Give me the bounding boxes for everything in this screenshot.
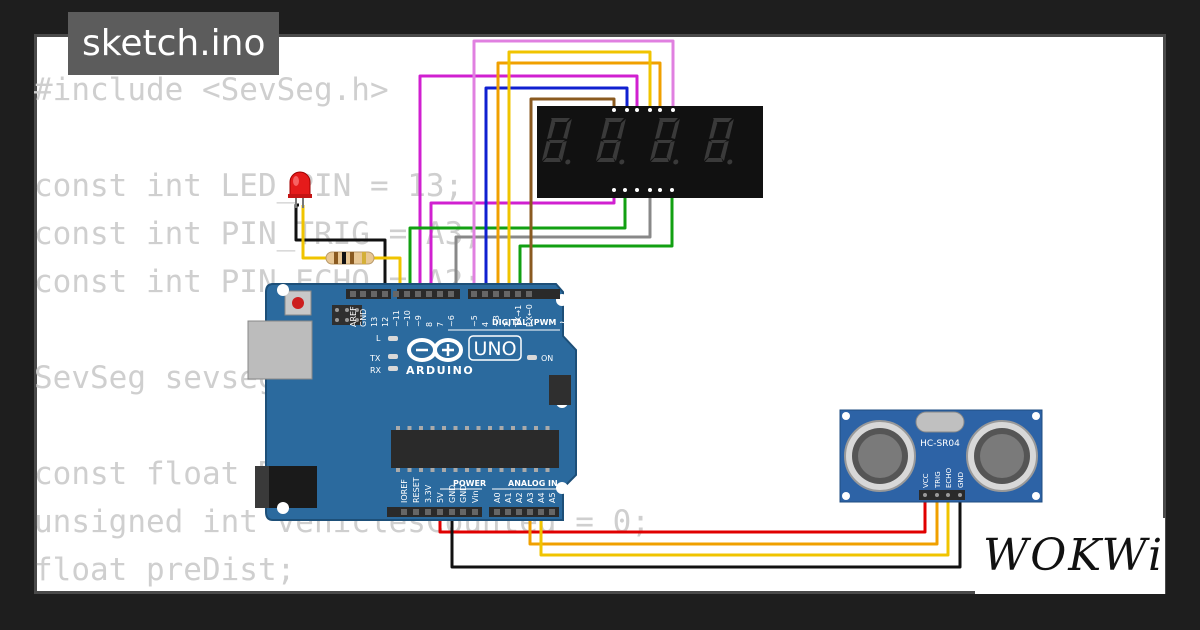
pin-label: 13 (370, 317, 379, 327)
led-label-rx: RX (370, 366, 382, 375)
pin-label: 3.3V (424, 484, 433, 503)
icsp-header (332, 305, 362, 325)
code-line: #include <SevSeg.h> (34, 72, 389, 108)
pin-label: A5 (548, 492, 557, 503)
pin-label: 7 (436, 322, 445, 327)
pin-label: A4 (537, 492, 546, 503)
transducer-right (966, 420, 1038, 492)
wire-display-d[interactable] (454, 188, 652, 292)
pin-label: 8 (425, 322, 434, 327)
pin-label: ~3 (492, 315, 501, 327)
sensor-pin-label: GND (957, 472, 965, 488)
file-tab[interactable]: sketch.ino (68, 12, 280, 75)
sensor-model: HC-SR04 (920, 439, 960, 449)
wire-display-c[interactable] (408, 188, 627, 292)
pin-label: A2 (515, 492, 524, 503)
pin-label: TX→1 (514, 305, 523, 328)
pin-label: RX←0 (525, 304, 534, 327)
analog-header: ANALOG IN (508, 479, 558, 488)
code-line: float preDist; (34, 552, 296, 588)
digital-header: DIGITAL (PWM ~) (492, 318, 570, 327)
wire-gnd[interactable] (450, 500, 962, 569)
wire-display-g[interactable] (496, 61, 662, 292)
code-line: const int LED_PIN = 13; (34, 168, 464, 204)
seven-segment-display[interactable] (537, 106, 763, 198)
status-leds (388, 336, 537, 371)
pin-label: 2 (503, 322, 512, 327)
wire-trig[interactable] (528, 500, 939, 546)
sensor-pin-label: VCC (922, 473, 930, 488)
display-top-pins (612, 108, 675, 112)
pin-label: RESET (412, 477, 421, 503)
microcontroller-chip (391, 430, 559, 468)
wire-display-a[interactable] (418, 74, 639, 292)
arduino-brand: ARDUINO (406, 364, 474, 377)
display-digit (703, 118, 734, 165)
pin-label: AREF (349, 306, 358, 327)
pin-label: 4 (481, 322, 490, 327)
wire-display-b[interactable] (429, 188, 616, 292)
wire-display-i[interactable] (518, 188, 674, 292)
pin-label: A0 (493, 492, 502, 503)
usb-port (247, 320, 313, 380)
pin-label: ~11 (392, 310, 401, 327)
transducer-left (844, 420, 916, 492)
wokwi-logo: WOKWi (975, 518, 1165, 594)
crystal (915, 411, 965, 433)
pin-label: ~10 (403, 310, 412, 327)
wire-display-f[interactable] (484, 86, 629, 292)
led-label-tx: TX (369, 354, 381, 363)
on-label: ON (541, 354, 553, 363)
resistor[interactable] (325, 251, 375, 265)
wire-echo[interactable] (539, 500, 950, 557)
arduino-logo-icon (407, 338, 463, 362)
code-line: const int PIN_TRIG = A3; (34, 216, 482, 252)
display-digit (649, 118, 680, 165)
pin-label: ~6 (447, 315, 456, 327)
pin-label: 5V (436, 492, 445, 503)
code-editor[interactable]: #include <SevSeg.h> const int LED_PIN = … (34, 66, 650, 594)
wire-display-e[interactable] (472, 39, 675, 292)
pin-label: ~9 (414, 315, 423, 327)
red-led[interactable] (288, 171, 312, 208)
display-digit (595, 118, 626, 165)
pin-label: IOREF (400, 479, 409, 503)
wokwi-logo-text: WOKWi (983, 530, 1164, 581)
pin-label: 12 (381, 317, 390, 327)
wires (294, 39, 962, 569)
display-digit (541, 118, 572, 165)
display-bottom-pins (612, 188, 674, 192)
wire-led[interactable] (294, 203, 387, 292)
pin-label: Vin (471, 490, 480, 503)
pin-label: ~5 (470, 315, 479, 327)
power-header: POWER (453, 479, 486, 488)
wire-display-j[interactable] (529, 97, 616, 292)
pin-label: A3 (526, 492, 535, 503)
wire-5v[interactable] (438, 500, 927, 534)
sensor-pin-label: ECHO (945, 467, 953, 488)
pin-label: GND (448, 485, 457, 503)
pin-label: GND (459, 485, 468, 503)
pin-label: GND (359, 309, 368, 327)
pin-label: A1 (504, 492, 513, 503)
led-label-l: L (376, 334, 381, 343)
sensor-pin-label: TRIG (934, 471, 942, 489)
icsp2-header (549, 375, 571, 405)
wire-display-h[interactable] (507, 50, 652, 292)
uno-logo: UNO (473, 338, 516, 360)
